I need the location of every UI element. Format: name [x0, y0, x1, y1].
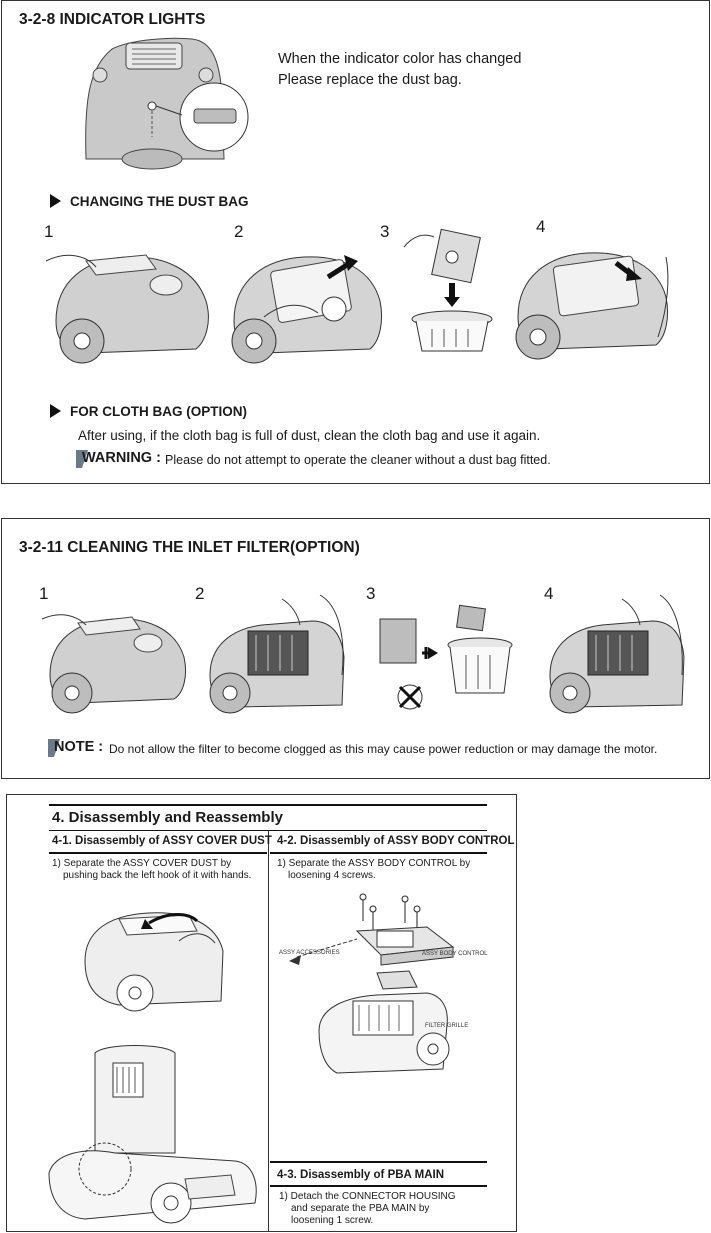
- dustbag-step-4: 4: [536, 217, 546, 236]
- section-4-3-line-3: loosening 1 screw.: [291, 1215, 374, 1226]
- clothbag-text: After using, if the cloth bag is full of…: [78, 428, 541, 443]
- clothbag-heading: FOR CLOTH BAG (OPTION): [70, 404, 247, 419]
- disassembly-title: 4. Disassembly and Reassembly: [52, 809, 283, 826]
- inlet-step-3: 3: [366, 584, 376, 603]
- inlet-step-1: 1: [39, 584, 49, 603]
- dustbag-heading: CHANGING THE DUST BAG: [70, 194, 249, 209]
- inlet-step-1-illustration: [41, 614, 187, 714]
- section-4-1-line-1: 1) Separate the ASSY COVER DUST by: [52, 858, 232, 869]
- inlet-step-3-illustration: [379, 604, 513, 710]
- inlet-step-4: 4: [544, 584, 554, 603]
- indicator-line-1: When the indicator color has changed: [278, 51, 522, 67]
- section-4-3-line-2: and separate the PBA MAIN by: [291, 1203, 430, 1214]
- body-control-exploded-illustration: [289, 893, 455, 1074]
- title-underline: [49, 830, 487, 831]
- dustbag-step-3-illustration: [403, 228, 493, 352]
- section-4-3-title: 4-3. Disassembly of PBA MAIN: [277, 1169, 445, 1181]
- note-label: NOTE :: [54, 739, 104, 755]
- inlet-step-4-illustration: [549, 594, 685, 714]
- title-rule: [49, 804, 487, 806]
- dustbag-step-1-illustration: [45, 254, 209, 364]
- column-divider: [268, 831, 269, 1231]
- dustbag-step-2: 2: [234, 222, 244, 241]
- indicator-line-2: Please replace the dust bag.: [278, 72, 462, 88]
- inlet-heading: 3-2-11 CLEANING THE INLET FILTER(OPTION): [19, 539, 360, 556]
- indicator-heading: 3-2-8 INDICATOR LIGHTS: [19, 11, 206, 28]
- inlet-step-2: 2: [195, 584, 205, 603]
- disassembly-panel: 4. Disassembly and Reassembly 4-1. Disas…: [6, 794, 517, 1232]
- cover-dust-illustration: [84, 912, 224, 1012]
- triangle-bullet-icon: [50, 194, 61, 208]
- note-flag-icon: [48, 739, 60, 757]
- callout-filter-grille: FILTER GRILLE: [425, 1023, 469, 1029]
- indicator-panel: 3-2-8 INDICATOR LIGHTS When the indicato…: [1, 0, 710, 484]
- section-4-2-line-2: loosening 4 screws.: [288, 870, 376, 881]
- section-4-3-top-rule: [270, 1161, 487, 1163]
- section-4-1-line-2: pushing back the left hook of it with ha…: [63, 870, 252, 881]
- dustbag-step-2-illustration: [231, 255, 383, 364]
- section-4-2-title: 4-2. Disassembly of ASSY BODY CONTROL: [277, 835, 515, 847]
- section-4-2-line-1: 1) Separate the ASSY BODY CONTROL by: [277, 858, 471, 869]
- callout-assy-accessories: ASSY ACCESSORIES: [279, 950, 340, 956]
- section-4-3-line-1: 1) Detach the CONNECTOR HOUSING: [279, 1191, 456, 1202]
- section-4-3-rule: [270, 1185, 487, 1187]
- warning-label: WARNING :: [82, 450, 161, 466]
- note-text: Do not allow the filter to become clogge…: [109, 742, 658, 756]
- triangle-bullet-icon: [50, 404, 61, 418]
- section-4-1-title: 4-1. Disassembly of ASSY COVER DUST: [52, 835, 272, 847]
- indicator-illustration: [85, 37, 249, 170]
- warning-flag-icon: [76, 450, 88, 468]
- dustbag-step-1: 1: [44, 222, 54, 241]
- inlet-filter-panel: 3-2-11 CLEANING THE INLET FILTER(OPTION)…: [1, 518, 710, 779]
- dustbag-step-4-illustration: [515, 252, 669, 360]
- section-4-1-rule: [49, 852, 267, 854]
- opened-body-illustration: [48, 1045, 257, 1224]
- section-4-2-rule: [270, 852, 487, 854]
- warning-text: Please do not attempt to operate the cle…: [165, 453, 551, 467]
- dustbag-step-3: 3: [380, 222, 390, 241]
- callout-assy-body-control: ASSY BODY CONTROL: [422, 951, 488, 957]
- inlet-step-2-illustration: [209, 594, 345, 714]
